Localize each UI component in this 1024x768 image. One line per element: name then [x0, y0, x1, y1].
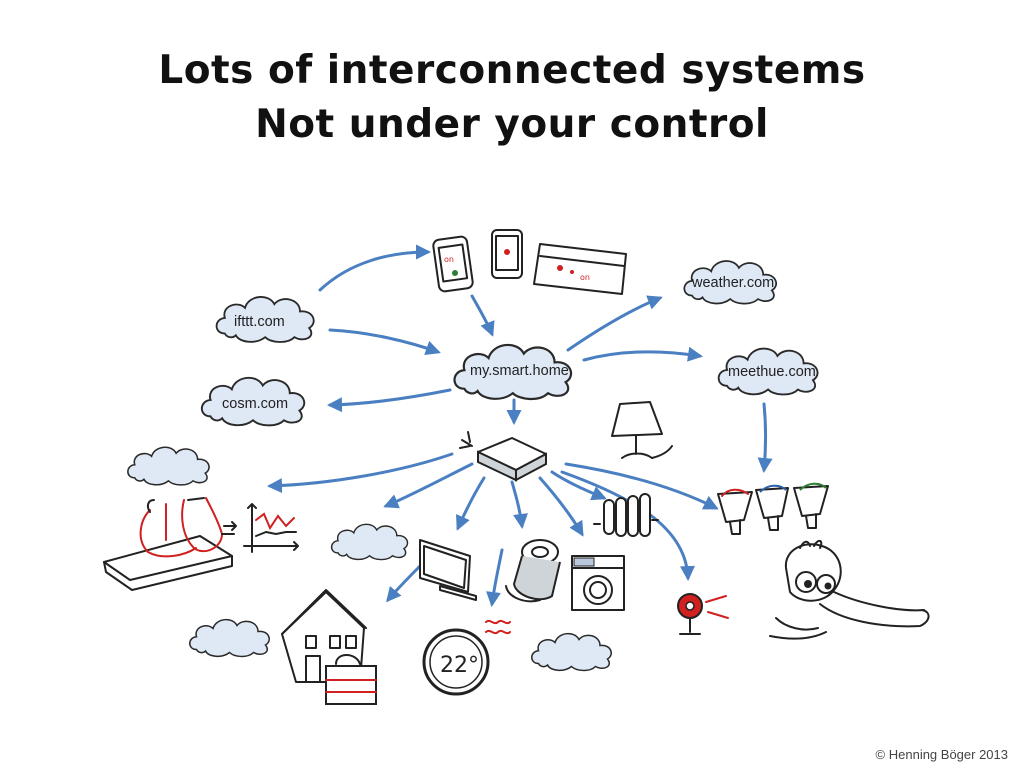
- arrow-ifttt-to-smarthome: [328, 328, 441, 356]
- browser-on-text: on: [580, 273, 590, 282]
- arrow-bridge-to-sensor: [510, 480, 528, 529]
- smartphone-icon: on: [432, 235, 474, 293]
- cloud-ifttt-label: ifttt.com: [234, 314, 285, 330]
- arrow-devices-to-smarthome: [470, 294, 495, 337]
- feet-icon: [139, 497, 224, 558]
- arrow-bridge-to-bulbs: [564, 462, 719, 510]
- arrow-bridge-to-radiator: [550, 470, 607, 501]
- cloud-cosm-label: cosm.com: [222, 396, 288, 412]
- copyright-notice: © Henning Böger 2013: [875, 747, 1008, 762]
- measurement-chart-icon: [221, 503, 299, 553]
- arrow-meethue-to-bulbs: [757, 402, 773, 473]
- cloud-empty-3: [188, 618, 271, 658]
- sensor-device-icon: [505, 539, 561, 603]
- cloud-empty-4: [530, 632, 613, 672]
- arrow-bridge-to-camera: [560, 470, 695, 581]
- heat-wave-icon: [485, 619, 511, 635]
- cloud-empty-1: [127, 446, 210, 486]
- browser-window-icon: on: [533, 243, 627, 295]
- arrow-smarthome-to-weather: [566, 295, 663, 352]
- arrow-bridge-to-scale: [267, 452, 454, 494]
- thermostat-reading: 22°: [440, 653, 479, 678]
- bridge-hub-icon: [459, 431, 547, 482]
- arrow-ifttt-to-devices: [318, 244, 431, 292]
- arrows: [267, 244, 773, 607]
- thermostat-icon: 22°: [422, 628, 490, 696]
- washing-machine-icon: [571, 555, 625, 611]
- cloud-smarthome-label: my.smart.home: [470, 363, 569, 379]
- webcam-icon: [677, 593, 729, 635]
- cloud-empty-2: [330, 523, 409, 561]
- cloud-cosm: cosm.com: [200, 376, 306, 427]
- table-lamp-icon: [611, 401, 673, 459]
- house-with-lock-icon: [281, 589, 377, 705]
- arrow-bridge-to-cloud: [383, 462, 474, 509]
- phone-on-text: on: [444, 255, 454, 264]
- slide-title-line-1: Lots of interconnected systems: [158, 48, 866, 93]
- cloud-ifttt: ifttt.com: [215, 295, 315, 343]
- cloud-smarthome: my.smart.home: [453, 343, 573, 401]
- tablet-phone-icon: [491, 229, 523, 279]
- cloud-meethue-label: meethue.com: [728, 364, 816, 380]
- radiator-icon: [593, 493, 659, 537]
- person-character-icon: [769, 540, 930, 640]
- cloud-weather-label: weather.com: [691, 275, 774, 291]
- arrow-smarthome-to-meethue: [582, 346, 703, 362]
- arrow-smarthome-to-cosm: [327, 388, 452, 413]
- arrow-to-thermostat: [486, 548, 504, 607]
- arrow-bridge-to-washer: [538, 476, 584, 537]
- hue-bulbs-icon: [717, 482, 829, 535]
- arrow-bridge-to-tv: [456, 476, 486, 531]
- slide-title-line-2: Not under your control: [255, 102, 769, 147]
- bathroom-scale-icon: [103, 535, 233, 591]
- cloud-meethue: meethue.com: [717, 347, 819, 396]
- cloud-weather: weather.com: [683, 260, 778, 305]
- flatscreen-tv-icon: [419, 539, 477, 601]
